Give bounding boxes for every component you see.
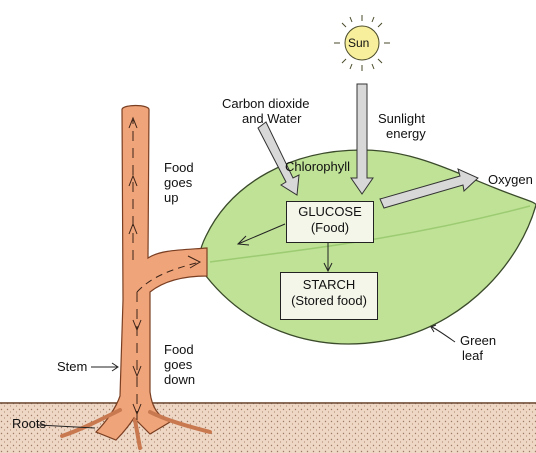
co2-water-label: Carbon dioxide and Water xyxy=(222,96,309,126)
glucose-title: GLUCOSE xyxy=(287,204,373,220)
green-leaf-line2: leaf xyxy=(460,348,496,363)
food-down-line3: down xyxy=(164,372,195,387)
sunlight-arrow xyxy=(351,84,373,194)
food-down-line2: goes xyxy=(164,357,195,372)
co2-label-line2: and Water xyxy=(222,111,309,126)
stem-label: Stem xyxy=(57,359,87,374)
glucose-subtitle: (Food) xyxy=(287,220,373,236)
starch-box: STARCH (Stored food) xyxy=(280,272,378,320)
food-up-line2: goes xyxy=(164,175,194,190)
starch-subtitle: (Stored food) xyxy=(281,293,377,309)
roots-label: Roots xyxy=(12,416,46,431)
green-leaf-label: Green leaf xyxy=(460,333,496,363)
starch-title: STARCH xyxy=(281,277,377,293)
sunlight-label-line1: Sunlight xyxy=(378,111,426,126)
food-up-line3: up xyxy=(164,190,194,205)
food-goes-up-label: Food goes up xyxy=(164,160,194,205)
stem xyxy=(96,106,207,441)
sun-label: Sun xyxy=(348,36,369,51)
glucose-box: GLUCOSE (Food) xyxy=(286,201,374,243)
food-up-line1: Food xyxy=(164,160,194,175)
co2-label-line1: Carbon dioxide xyxy=(222,96,309,111)
food-goes-down-label: Food goes down xyxy=(164,342,195,387)
oxygen-label: Oxygen xyxy=(488,172,533,187)
food-down-line1: Food xyxy=(164,342,195,357)
chlorophyll-label: Chlorophyll xyxy=(285,159,350,174)
sunlight-energy-label: Sunlight energy xyxy=(378,111,426,141)
sunlight-label-line2: energy xyxy=(378,126,426,141)
green-leaf-line1: Green xyxy=(460,333,496,348)
